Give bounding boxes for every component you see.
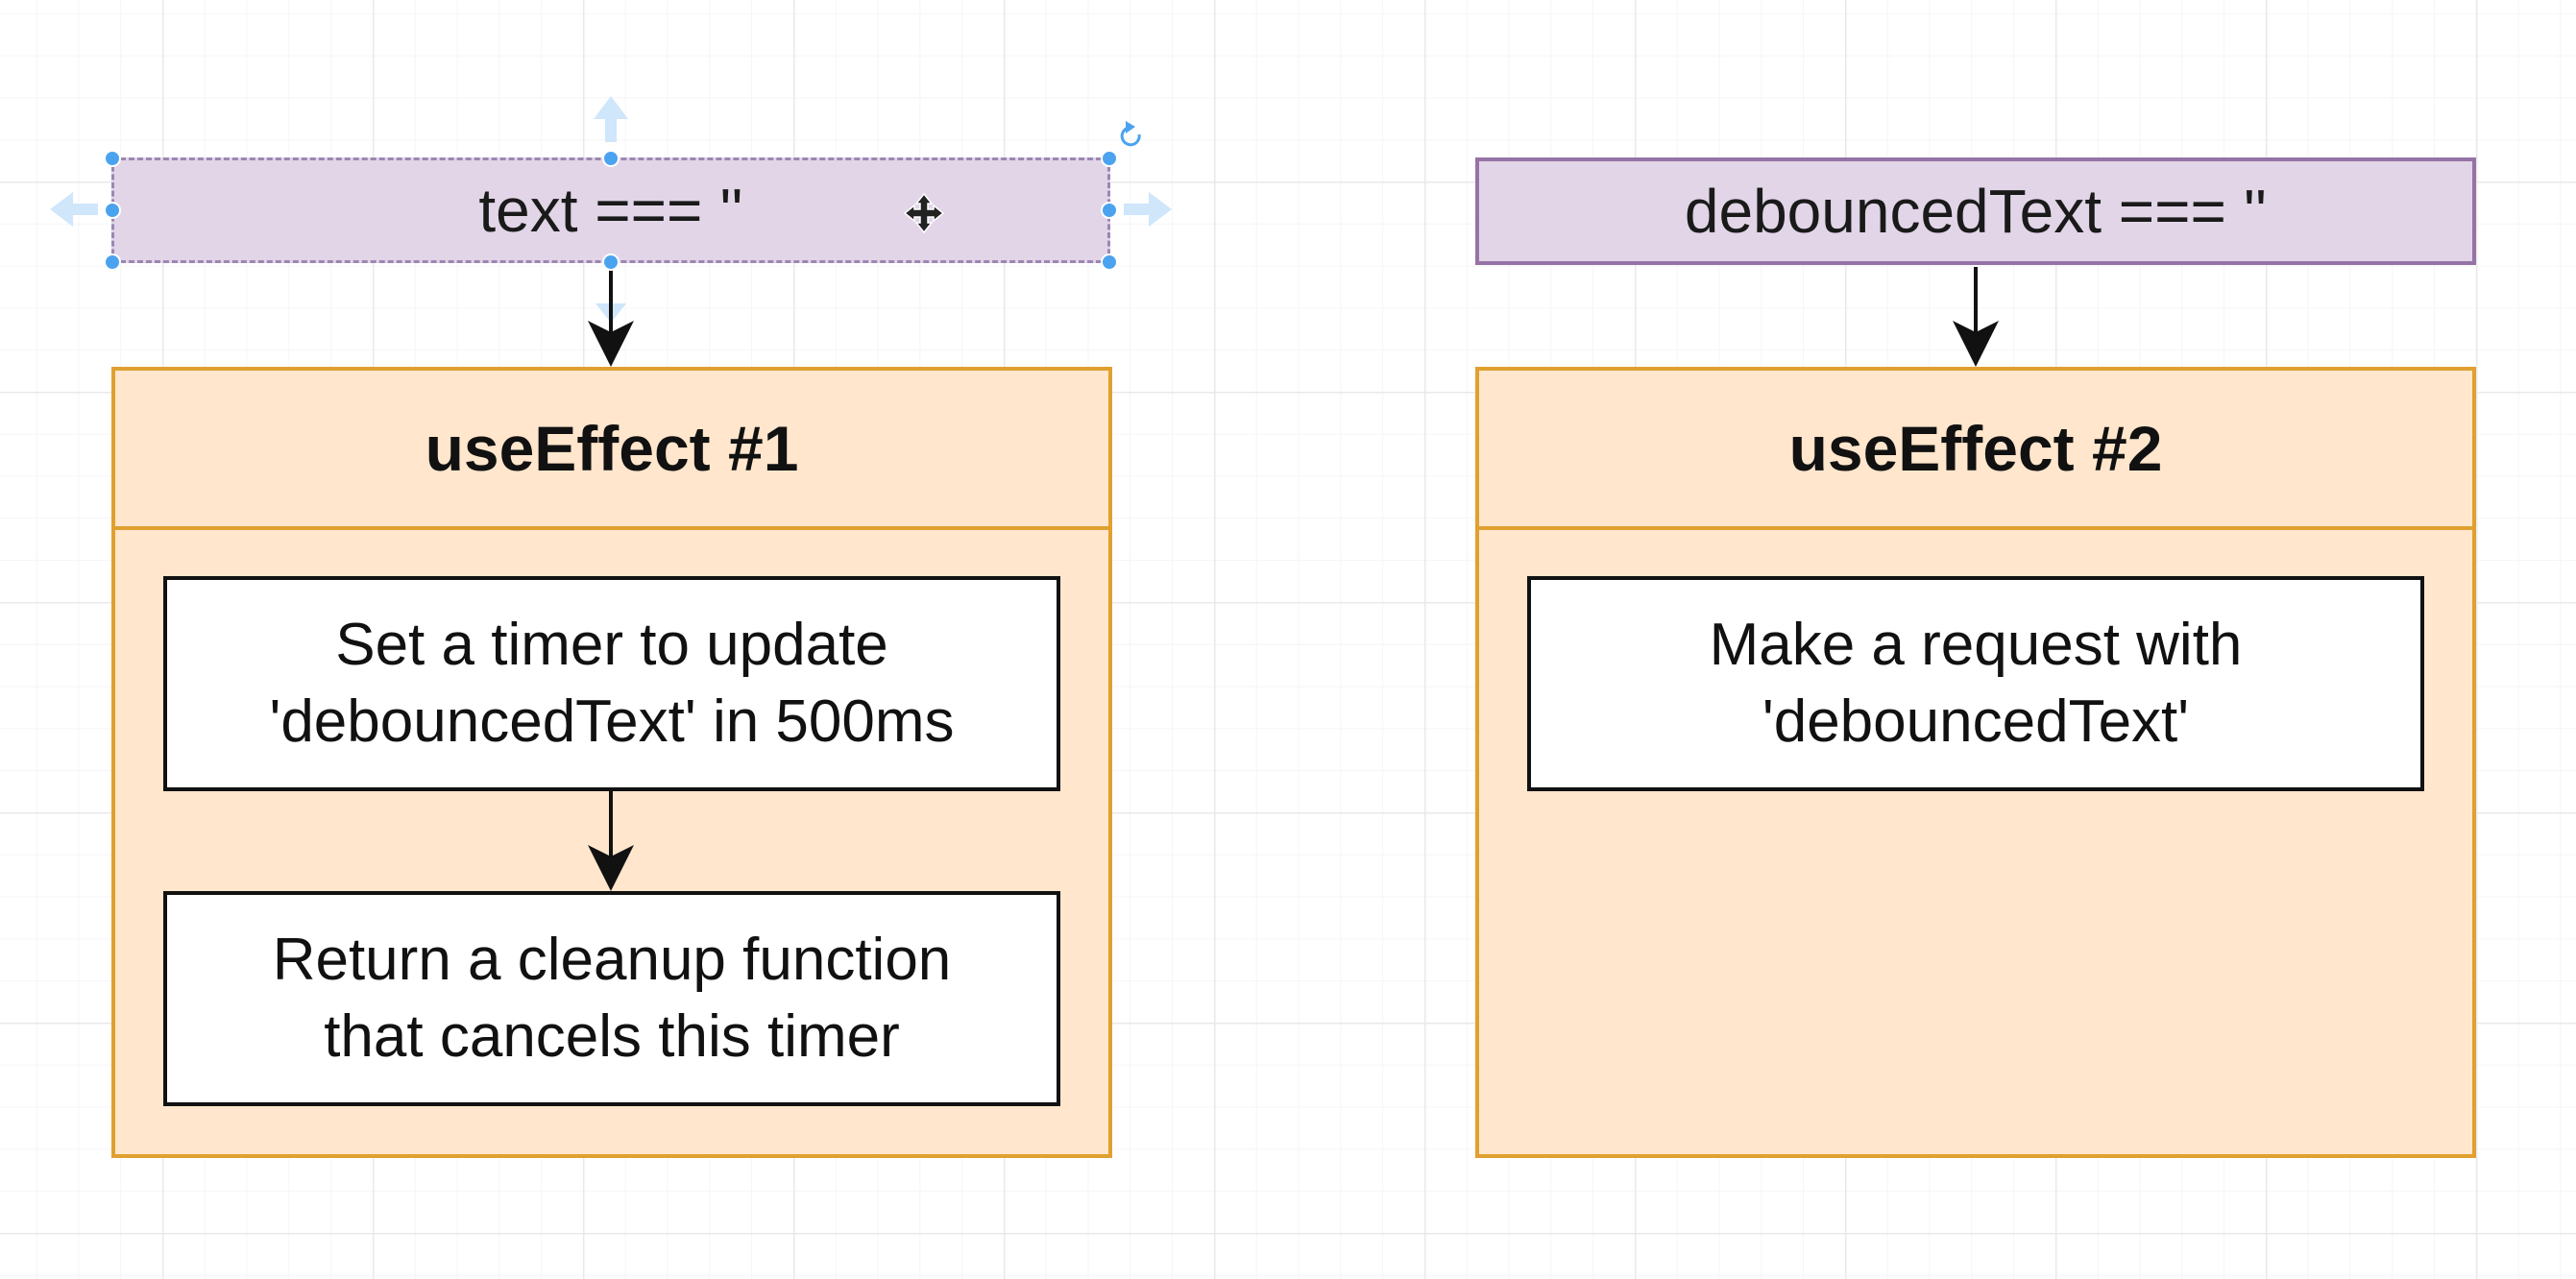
cleanup-step-text: Return a cleanup function that cancels t… xyxy=(272,927,952,1070)
resize-handle-n xyxy=(602,150,620,167)
resize-handle-sw xyxy=(104,253,121,271)
resize-handle-ne xyxy=(1101,150,1118,167)
use-effect-2-title: useEffect #2 xyxy=(1479,371,2472,530)
debounced-condition-label: debouncedText === '' xyxy=(1684,177,2268,246)
arrow-head-cleanup xyxy=(588,845,634,891)
move-cursor-icon xyxy=(903,192,945,234)
set-timer-step[interactable]: Set a timer to update 'debouncedText' in… xyxy=(163,576,1060,791)
connector-arrows xyxy=(588,265,1999,891)
hover-arrow-icon[interactable] xyxy=(50,96,1172,323)
rotate-handle-icon[interactable] xyxy=(1120,121,1141,147)
resize-handle-se xyxy=(1101,253,1118,271)
cleanup-step[interactable]: Return a cleanup function that cancels t… xyxy=(163,891,1060,1106)
use-effect-1-title: useEffect #1 xyxy=(115,371,1108,530)
set-timer-step-text: Set a timer to update 'debouncedText' in… xyxy=(269,612,955,755)
resize-handle-nw xyxy=(104,150,121,167)
arrow-head-effect1 xyxy=(588,321,634,367)
text-condition-shape[interactable]: text === '' xyxy=(111,157,1110,263)
resize-handle-e xyxy=(1101,202,1118,219)
resize-handle-s xyxy=(602,253,620,271)
text-condition-label: text === '' xyxy=(478,176,743,245)
make-request-step[interactable]: Make a request with 'debouncedText' xyxy=(1527,576,2424,791)
resize-handle-w xyxy=(104,202,121,219)
make-request-step-text: Make a request with 'debouncedText' xyxy=(1709,612,2243,755)
debounced-condition-shape[interactable]: debouncedText === '' xyxy=(1475,157,2476,265)
arrow-head-effect2 xyxy=(1953,321,1999,367)
selection-handles[interactable] xyxy=(104,150,1118,271)
